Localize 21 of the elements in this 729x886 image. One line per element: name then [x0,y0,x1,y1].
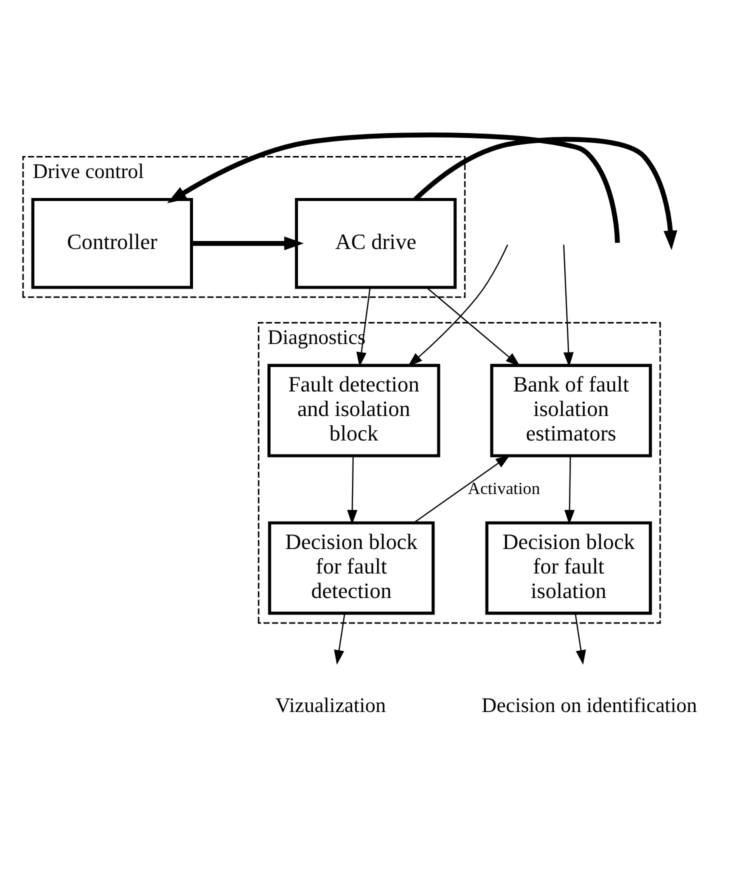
node-box: Decision block for fault isolation [485,521,652,615]
edge-label: Activation [468,478,540,498]
node-box: Bank of fault isolation estimators [490,364,652,458]
arrow [334,613,346,665]
node-box: Decision block for fault detection [268,521,435,615]
arrow [356,287,371,367]
arrow [574,613,586,665]
node-text: Vizualization [275,695,386,718]
arrow [426,287,520,366]
node-box: AC drive [294,198,457,289]
arrow [414,136,678,250]
arrow [347,456,358,525]
node-box: Controller [31,198,194,289]
node-text: Decision on identification [482,695,698,718]
arrow [564,456,575,525]
arrow [167,132,620,243]
arrow [192,236,304,250]
arrow [563,244,574,367]
node-box: Fault detection and isolation block [267,364,440,458]
arrow [414,454,510,524]
arrow [408,244,508,367]
